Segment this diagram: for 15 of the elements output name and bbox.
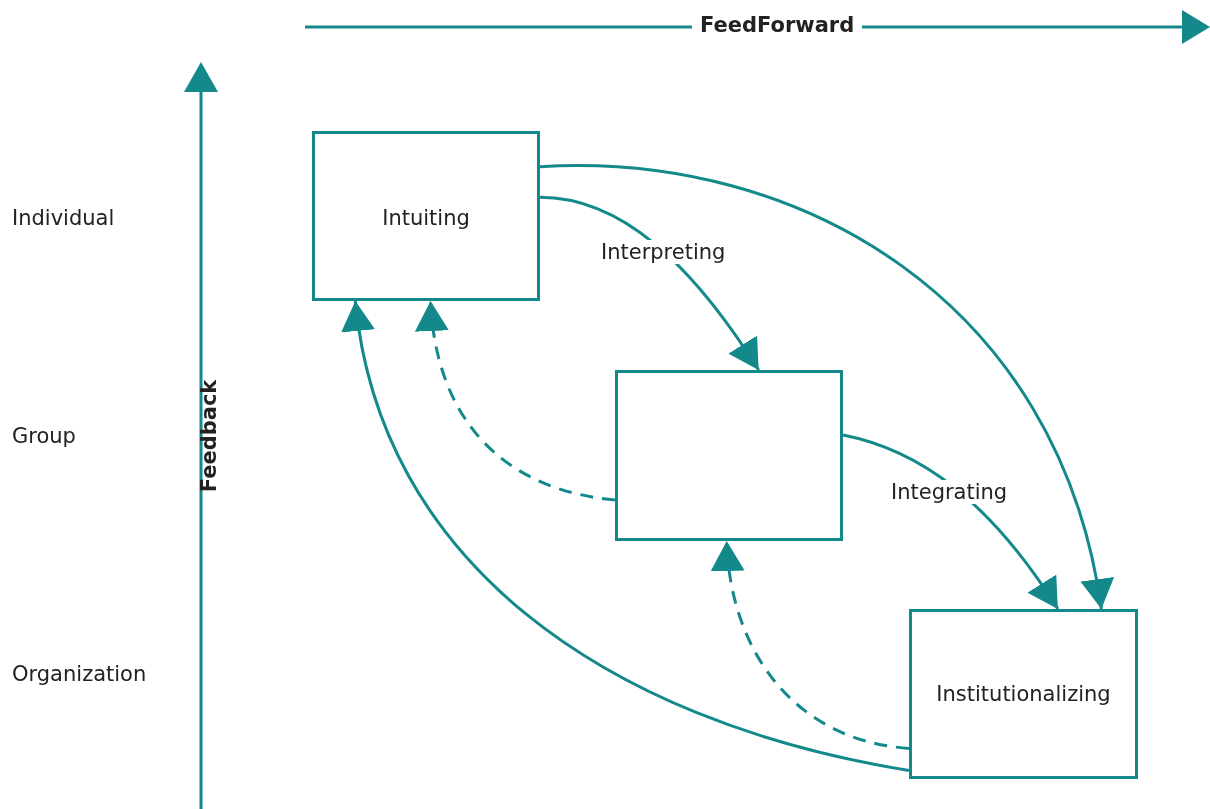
arrow bbox=[343, 300, 910, 772]
level-label: Individual bbox=[12, 206, 115, 230]
dashed-arrow bbox=[712, 540, 910, 750]
process-box bbox=[312, 131, 540, 301]
empty-box bbox=[615, 370, 843, 541]
axis-label: Feedback bbox=[197, 379, 222, 493]
level-label: Organization bbox=[12, 662, 147, 686]
dashed-arrow bbox=[416, 300, 616, 502]
node-label: Institutionalizing bbox=[936, 682, 1111, 706]
arrow bbox=[539, 195, 760, 371]
arrow bbox=[540, 164, 1113, 610]
process-box bbox=[909, 609, 1138, 779]
arrow bbox=[842, 433, 1060, 610]
node-label: Intuiting bbox=[382, 206, 470, 230]
level-label: Group bbox=[12, 424, 76, 448]
